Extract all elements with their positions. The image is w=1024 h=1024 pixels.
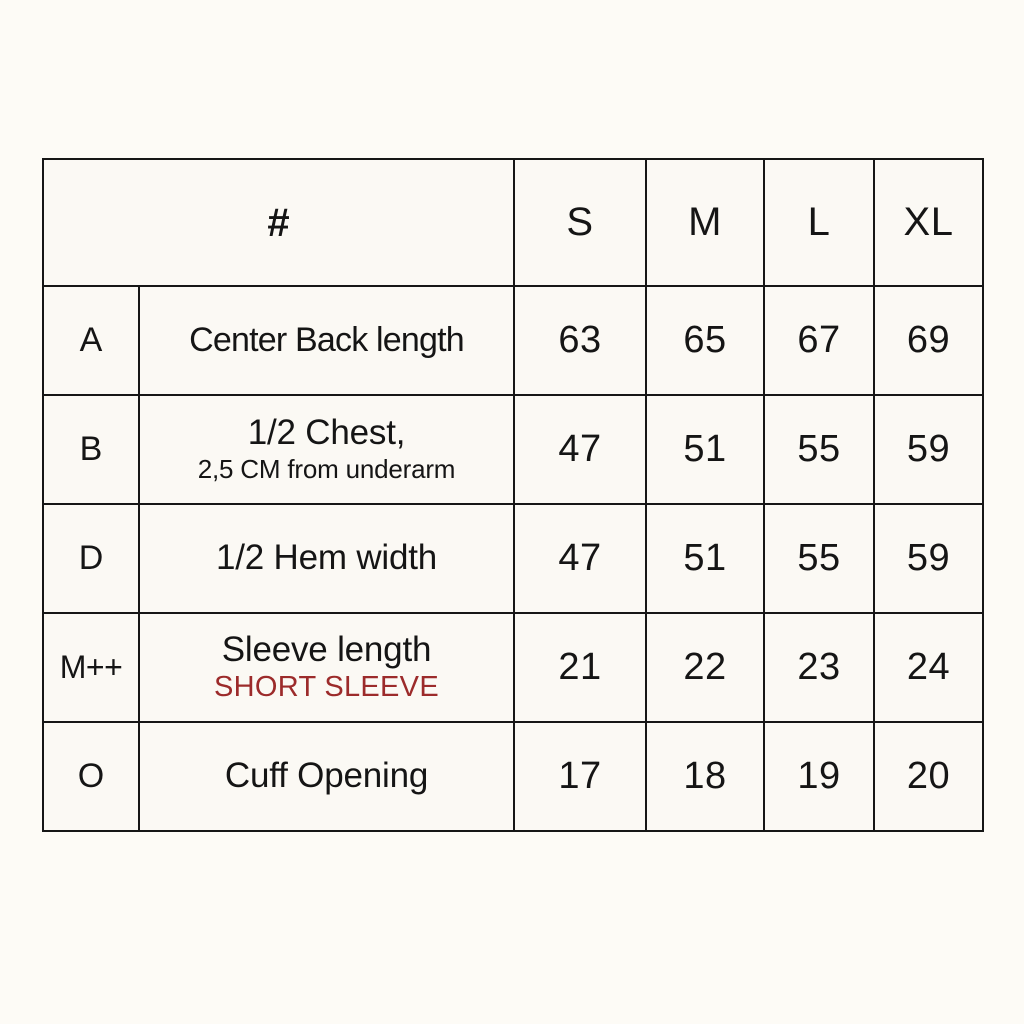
row-description-o: Cuff Opening [138, 721, 515, 832]
row-code-o: O [42, 721, 140, 832]
row-a-value-xl: 69 [873, 285, 984, 396]
row-b-value-xl: 59 [873, 394, 984, 505]
header-size-s: S [513, 158, 647, 287]
row-b-value-s: 47 [513, 394, 647, 505]
table-header-row: # S M L XL [42, 158, 984, 287]
row-o-value-s: 17 [513, 721, 647, 832]
row-code-a: A [42, 285, 140, 396]
row-description-mpp: Sleeve length SHORT SLEEVE [138, 612, 515, 723]
row-d-value-l: 55 [763, 503, 875, 614]
header-size-l: L [763, 158, 875, 287]
row-code-d: D [42, 503, 140, 614]
row-b-value-m: 51 [645, 394, 765, 505]
description-main: Cuff Opening [224, 756, 429, 796]
table-row: M++ Sleeve length SHORT SLEEVE 21 22 23 … [42, 612, 984, 723]
table-row: A Center Back length 63 65 67 69 [42, 285, 984, 396]
row-d-value-xl: 59 [873, 503, 984, 614]
description-sub: 2,5 CM from underarm [197, 453, 456, 484]
row-code-mpp: M++ [42, 612, 140, 723]
row-description-b: 1/2 Chest, 2,5 CM from underarm [138, 394, 515, 505]
row-mpp-value-s: 21 [513, 612, 647, 723]
row-b-value-l: 55 [763, 394, 875, 505]
row-a-value-l: 67 [763, 285, 875, 396]
row-d-value-m: 51 [645, 503, 765, 614]
row-mpp-value-m: 22 [645, 612, 765, 723]
row-o-value-xl: 20 [873, 721, 984, 832]
description-main: Sleeve length [221, 630, 432, 670]
description-sub-short-sleeve: SHORT SLEEVE [214, 670, 439, 703]
description-main: Center Back length [189, 320, 465, 359]
size-chart-table: # S M L XL A Center Back length 63 65 67… [42, 158, 984, 832]
table-row: O Cuff Opening 17 18 19 20 [42, 721, 984, 832]
row-d-value-s: 47 [513, 503, 647, 614]
header-size-xl: XL [873, 158, 984, 287]
header-size-m: M [645, 158, 765, 287]
description-main: 1/2 Hem width [215, 538, 438, 578]
row-description-d: 1/2 Hem width [138, 503, 515, 614]
table-row: D 1/2 Hem width 47 51 55 59 [42, 503, 984, 614]
header-measurement-key-cell: # [42, 158, 515, 287]
row-a-value-s: 63 [513, 285, 647, 396]
row-o-value-l: 19 [763, 721, 875, 832]
row-o-value-m: 18 [645, 721, 765, 832]
table-row: B 1/2 Chest, 2,5 CM from underarm 47 51 … [42, 394, 984, 505]
row-mpp-value-l: 23 [763, 612, 875, 723]
hash-symbol: # [267, 200, 290, 245]
row-a-value-m: 65 [645, 285, 765, 396]
description-main: 1/2 Chest, [247, 413, 406, 453]
row-code-b: B [42, 394, 140, 505]
row-description-a: Center Back length [138, 285, 515, 396]
row-mpp-value-xl: 24 [873, 612, 984, 723]
